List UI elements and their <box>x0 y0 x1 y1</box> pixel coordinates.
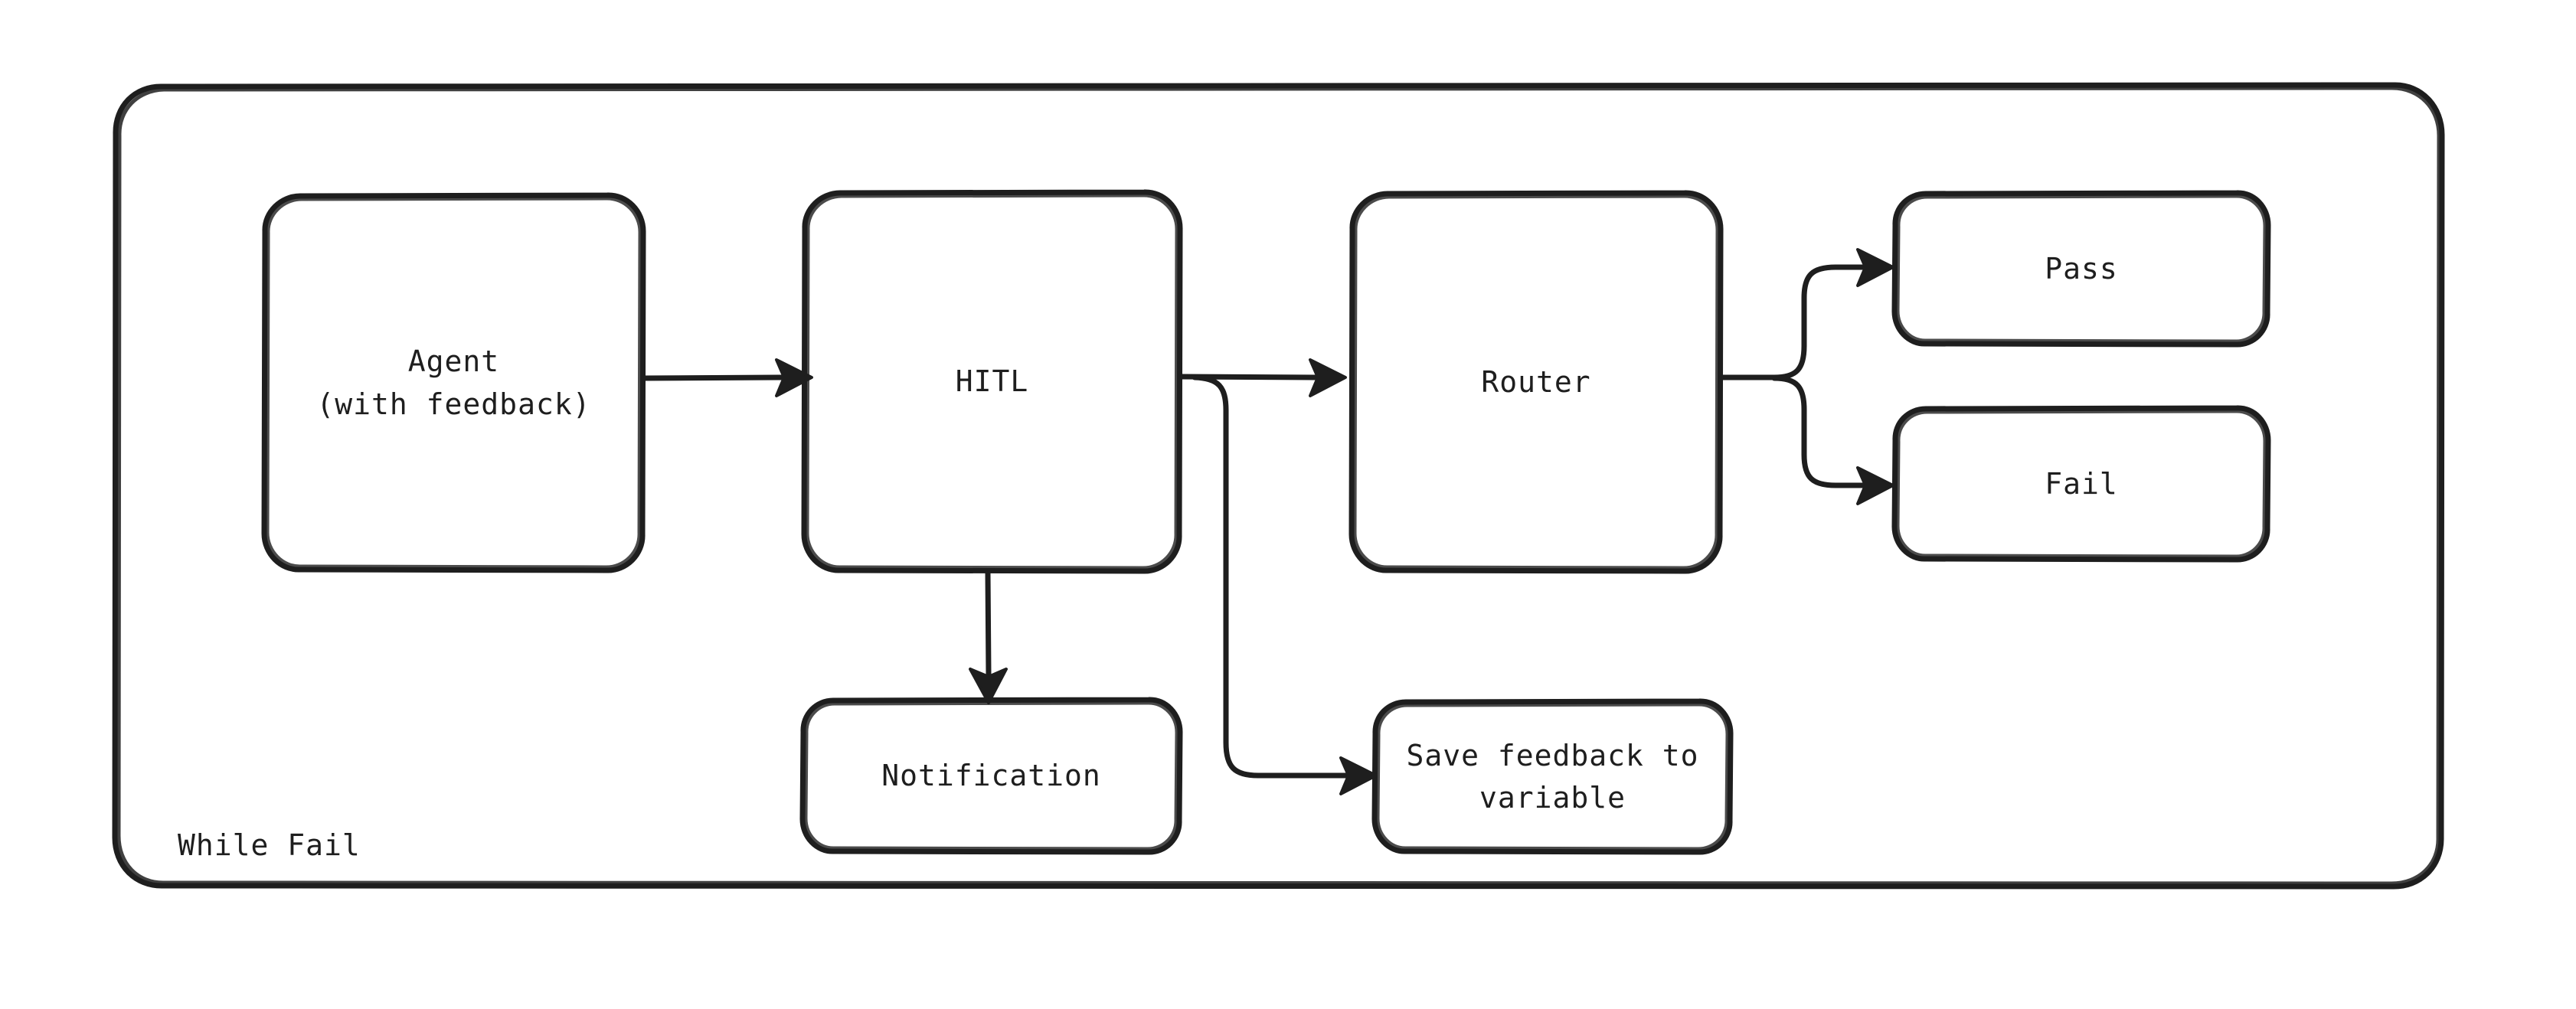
group-label-while-fail: While Fail <box>178 828 361 862</box>
node-shape-save-feedback[interactable] <box>1371 698 1734 855</box>
node-shape-hitl[interactable] <box>801 189 1183 574</box>
edge-router-to-fail <box>1771 375 1894 505</box>
edge-router-to-pass <box>1719 248 1894 380</box>
edge-hitl-to-notification <box>969 570 1008 704</box>
edge-hitl-to-save-feedback <box>1192 374 1378 795</box>
node-shape-pass[interactable] <box>1891 190 2271 348</box>
node-shape-router[interactable] <box>1348 190 1724 574</box>
node-shape-fail[interactable] <box>1891 405 2271 563</box>
edge-agent-to-hitl <box>641 358 813 397</box>
node-shape-agent[interactable] <box>261 192 646 573</box>
group-container-while-fail[interactable] <box>112 82 2445 890</box>
node-shape-notification[interactable] <box>799 697 1183 855</box>
